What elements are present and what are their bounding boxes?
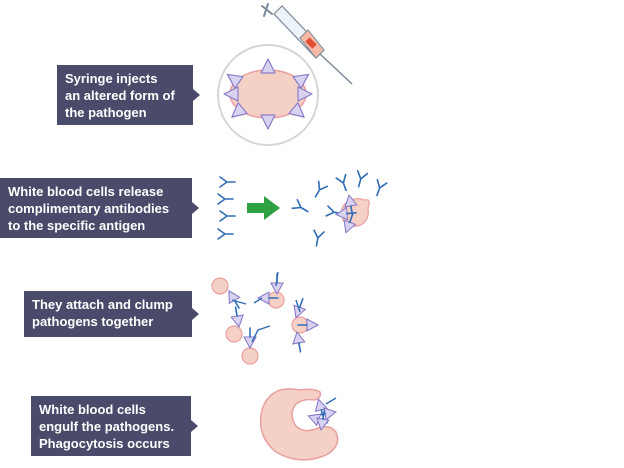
engulfed-pathogens (305, 396, 338, 432)
step-4-line-1: White blood cells (39, 402, 146, 417)
step-4-line-2: engulf the pathogens. (39, 419, 175, 434)
clumped-pathogens (211, 271, 319, 365)
step-2-line-3: to the specific antigen (8, 218, 146, 233)
step-1-label: Syringe injects an altered form of the p… (57, 65, 200, 125)
step-4-label: White blood cells engulf the pathogens. … (31, 396, 198, 456)
step-1-line-3: the pathogen (65, 105, 147, 120)
pathogen-circle (217, 44, 319, 146)
antibodies-floating (291, 170, 388, 248)
step-2-label: White blood cells release complimentary … (0, 178, 199, 238)
step-2-line-2: complimentary antibodies (8, 201, 170, 216)
pathogen-with-antibodies (334, 193, 370, 236)
step-3-label: They attach and clump pathogens together (24, 291, 199, 337)
step-1-line-1: Syringe injects (65, 71, 158, 86)
syringe-icon (261, 3, 353, 85)
right-arrow-icon (247, 196, 280, 220)
antibodies-left (217, 176, 236, 240)
step-4-line-3: Phagocytosis occurs (39, 436, 170, 451)
step-1-line-2: an altered form of (65, 88, 175, 103)
step-3-line-2: pathogens together (32, 314, 154, 329)
step-2-line-1: White blood cells release (8, 184, 164, 199)
white-blood-cell (259, 388, 339, 461)
step-3-line-1: They attach and clump (32, 297, 173, 312)
